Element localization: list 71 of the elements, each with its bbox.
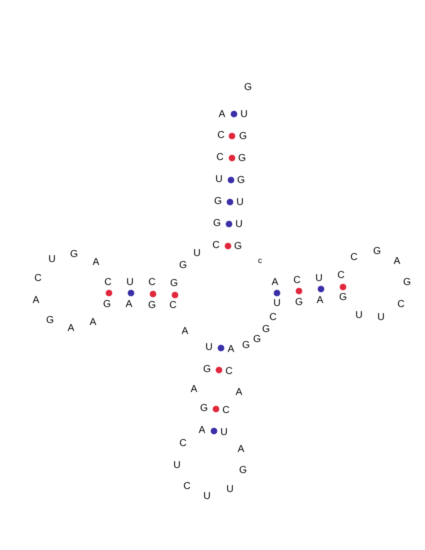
base-letter: A — [190, 385, 198, 395]
base-letter: G — [203, 365, 211, 375]
base-letter: G — [339, 293, 347, 303]
base-letter: C — [34, 274, 42, 284]
base-letter: A — [228, 345, 234, 355]
base-letter: G — [170, 279, 178, 289]
base-letter: U — [203, 492, 211, 502]
base-letter: G — [239, 466, 247, 476]
base-letter: C — [183, 482, 191, 492]
base-letter: G — [244, 83, 252, 93]
base-letter: C — [179, 439, 187, 449]
base-letter: G — [262, 325, 270, 335]
base-letter: A — [394, 257, 400, 267]
base-letter: U — [48, 255, 56, 265]
base-letter: U — [236, 198, 244, 208]
base-letter: U — [205, 343, 213, 353]
base-letter: C — [104, 278, 112, 288]
base-letter: C — [222, 406, 230, 416]
base-letter: U — [126, 278, 134, 288]
base-letter: A — [182, 327, 188, 337]
base-letter: A — [92, 258, 100, 268]
base-letter: C — [293, 276, 301, 286]
base-letter: G — [148, 301, 156, 311]
base-letter: G — [214, 197, 222, 207]
base-letter: A — [32, 296, 40, 306]
base-letter: c — [258, 257, 262, 265]
base-letter: C — [337, 271, 345, 281]
base-letter: G — [295, 298, 303, 308]
base-letter: G — [200, 404, 208, 414]
base-letter: G — [253, 335, 261, 345]
base-letter: A — [236, 388, 242, 398]
base-letter: A — [68, 324, 74, 334]
base-letter: U — [220, 428, 228, 438]
base-letter: C — [216, 153, 224, 163]
base-letter: G — [373, 247, 381, 257]
base-letter: U — [215, 175, 223, 185]
base-letter: G — [234, 242, 242, 252]
base-letter: G — [403, 278, 411, 288]
base-letter: C — [350, 253, 358, 263]
base-letter: C — [212, 241, 220, 251]
base-letter: G — [46, 316, 54, 326]
base-letter: U — [273, 299, 281, 309]
base-letter: U — [355, 311, 363, 321]
base-letter: U — [193, 249, 201, 259]
base-letter: U — [235, 220, 243, 230]
base-letter: A — [272, 278, 278, 288]
base-letter: G — [103, 300, 111, 310]
base-letter: A — [198, 426, 206, 436]
base-letter: G — [213, 219, 221, 229]
base-letter: G — [239, 132, 247, 142]
base-letter: A — [126, 300, 132, 310]
base-letter: U — [173, 461, 181, 471]
base-letter: A — [316, 296, 324, 306]
base-letter: U — [315, 274, 323, 284]
base-letter: U — [226, 485, 234, 495]
base-letter: C — [269, 313, 277, 323]
base-letter: U — [377, 313, 385, 323]
base-letter: C — [397, 300, 405, 310]
base-letter: A — [90, 318, 96, 328]
base-letter: G — [238, 154, 246, 164]
base-letter: G — [237, 176, 245, 186]
base-letter: G — [70, 250, 78, 260]
base-letter: C — [169, 301, 177, 311]
base-letter: U — [240, 110, 248, 120]
base-letter: G — [242, 341, 250, 351]
base-letter: C — [217, 131, 225, 141]
base-letter: A — [218, 110, 226, 120]
base-letter: A — [238, 445, 244, 455]
base-letter: C — [148, 278, 156, 288]
base-letter: C — [225, 367, 233, 377]
base-letter: G — [179, 261, 187, 271]
